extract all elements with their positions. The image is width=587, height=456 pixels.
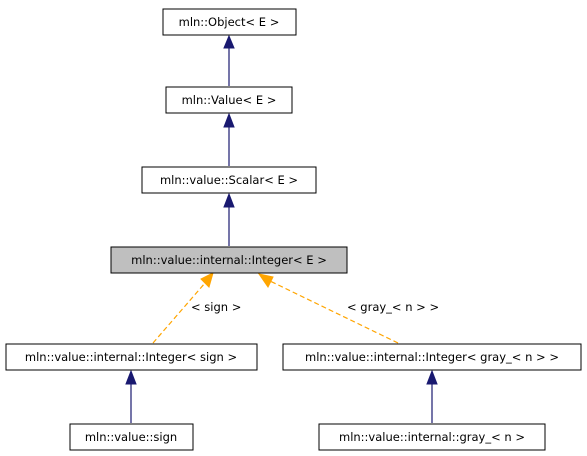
node-value[interactable]: mln::Value< E >	[165, 86, 293, 114]
node-value-label: mln::Value< E >	[182, 93, 277, 107]
node-integer[interactable]: mln::value::internal::Integer< E >	[110, 246, 348, 274]
node-integer-label: mln::value::internal::Integer< E >	[131, 253, 327, 267]
arrowhead-value	[223, 112, 235, 128]
node-integer-gray-label: mln::value::internal::Integer< gray_< n …	[305, 350, 559, 364]
node-sign-label: mln::value::sign	[85, 430, 177, 444]
arrowhead-object	[223, 34, 235, 49]
arrowhead-integer-from-gray	[257, 273, 274, 288]
node-scalar-label: mln::value::Scalar< E >	[160, 173, 298, 187]
node-object-label: mln::Object< E >	[179, 15, 280, 29]
arrowhead-integer-gray	[426, 369, 438, 385]
node-integer-sign-label: mln::value::internal::Integer< sign >	[25, 350, 237, 364]
node-sign[interactable]: mln::value::sign	[69, 423, 194, 451]
node-integer-sign[interactable]: mln::value::internal::Integer< sign >	[5, 343, 258, 371]
arrowhead-scalar	[223, 192, 235, 208]
edge-integer-sign-to-integer	[152, 282, 206, 344]
node-gray[interactable]: mln::value::internal::gray_< n >	[318, 423, 546, 451]
node-integer-gray[interactable]: mln::value::internal::Integer< gray_< n …	[282, 343, 582, 371]
node-gray-label: mln::value::internal::gray_< n >	[339, 430, 525, 444]
node-scalar[interactable]: mln::value::Scalar< E >	[141, 166, 317, 194]
edge-label-gray: < gray_< n > >	[347, 300, 439, 314]
node-object[interactable]: mln::Object< E >	[162, 8, 297, 36]
arrowhead-integer-sign	[125, 369, 137, 385]
arrowhead-integer-from-sign	[200, 272, 214, 288]
edge-label-sign: < sign >	[191, 300, 241, 314]
